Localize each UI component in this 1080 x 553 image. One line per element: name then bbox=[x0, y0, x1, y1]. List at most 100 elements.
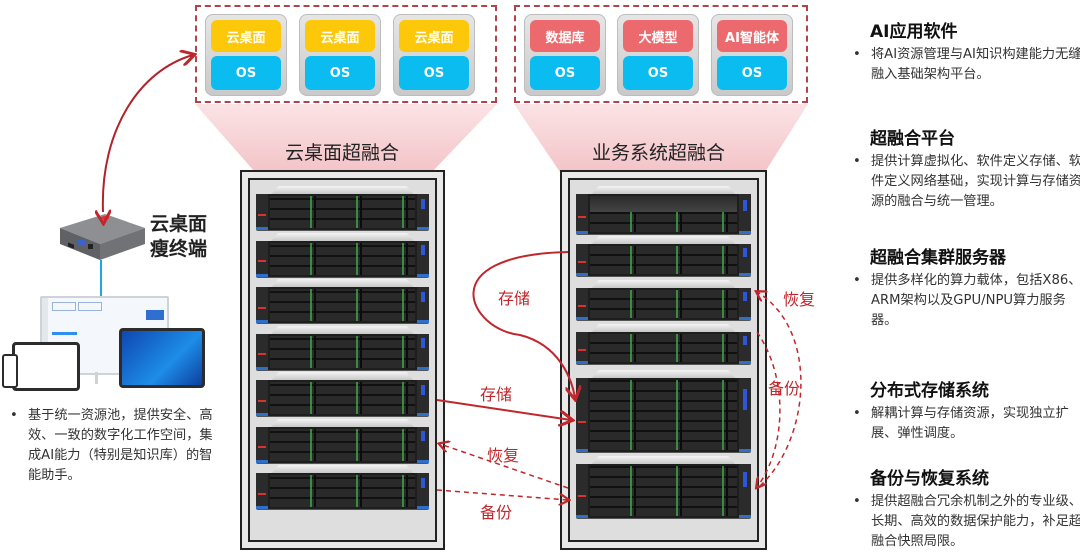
bullet: • bbox=[853, 406, 861, 421]
gpu-fan-area bbox=[590, 196, 737, 212]
server-front-panel bbox=[256, 194, 429, 230]
vm-app-desktop: 云桌面 bbox=[305, 20, 375, 52]
server-front-panel bbox=[256, 426, 429, 463]
desktop-rack bbox=[240, 170, 445, 550]
section-body-hci-platform: • 提供计算虚拟化、软件定义存储、软件定义网络基础，实现计算与存储资源的融合与统… bbox=[853, 152, 1080, 212]
server-ear bbox=[417, 194, 429, 230]
server-front-panel bbox=[256, 240, 429, 277]
drive-bays bbox=[270, 428, 415, 461]
vm-os: OS bbox=[305, 56, 375, 90]
rack-server bbox=[256, 372, 429, 416]
server-ear bbox=[576, 194, 588, 234]
vm-os: OS bbox=[530, 56, 600, 90]
server-ear bbox=[417, 333, 429, 370]
backup-label-left: 备份 bbox=[480, 503, 513, 522]
restore-label-left: 恢复 bbox=[487, 446, 520, 465]
server-ear bbox=[739, 288, 751, 320]
drive-bays bbox=[590, 246, 737, 274]
section-title-hci-servers: 超融合集群服务器 bbox=[870, 248, 1006, 268]
rack-inner bbox=[568, 178, 759, 542]
thin-client-title: 云桌面 瘦终端 bbox=[150, 212, 207, 262]
server-front-panel bbox=[256, 473, 429, 509]
rack-server bbox=[256, 232, 429, 277]
server-ear bbox=[576, 378, 588, 452]
drive-bays bbox=[270, 475, 415, 507]
server-ear bbox=[256, 240, 268, 277]
server-ear bbox=[576, 332, 588, 364]
server-ear bbox=[417, 240, 429, 277]
server-front-panel bbox=[576, 332, 751, 364]
bullet: • bbox=[853, 154, 861, 169]
section-title-backup-restore: 备份与恢复系统 bbox=[870, 469, 989, 489]
thin-client-title-line1: 云桌面 bbox=[150, 213, 208, 235]
vm-os: OS bbox=[399, 56, 469, 90]
vm-os: OS bbox=[717, 56, 787, 90]
server-lid bbox=[269, 279, 416, 289]
drive-bays bbox=[590, 466, 737, 516]
business-vm-group: 数据库 OS 大模型 OS AI智能体 OS bbox=[514, 5, 808, 103]
section-body-ai-software: • 将AI资源管理与AI知识构建能力无缝融入基础架构平台。 bbox=[853, 45, 1080, 85]
server-lid bbox=[269, 232, 416, 243]
gpu-server bbox=[576, 186, 751, 234]
rack-server bbox=[256, 279, 429, 323]
section-title-ai-software: AI应用软件 bbox=[870, 22, 958, 42]
monitor-banner bbox=[146, 310, 164, 320]
drive-bays bbox=[590, 334, 737, 362]
rack-server bbox=[576, 236, 751, 276]
drive-bays bbox=[590, 212, 737, 232]
drive-bays bbox=[270, 335, 415, 368]
server-lid bbox=[590, 236, 737, 246]
rack-server bbox=[256, 186, 429, 230]
vm-app-database: 数据库 bbox=[530, 20, 600, 52]
storage-server bbox=[576, 370, 751, 452]
server-ear bbox=[739, 332, 751, 364]
monitor-sidebar bbox=[42, 298, 48, 373]
vm-os: OS bbox=[623, 56, 693, 90]
server-front-panel bbox=[256, 287, 429, 323]
server-ear bbox=[576, 244, 588, 276]
monitor-tile bbox=[78, 302, 102, 311]
rack-server bbox=[256, 465, 429, 509]
vm-app-ai-agent: AI智能体 bbox=[717, 20, 787, 52]
server-ear bbox=[256, 287, 268, 323]
rack-inner bbox=[248, 178, 437, 542]
server-lid bbox=[590, 370, 737, 380]
drive-bays bbox=[590, 290, 737, 318]
vm-app-desktop: 云桌面 bbox=[211, 20, 281, 52]
server-lid bbox=[590, 324, 737, 334]
server-front-panel bbox=[256, 333, 429, 370]
restore-label-right: 恢复 bbox=[783, 290, 816, 309]
section-text: 将AI资源管理与AI知识构建能力无缝融入基础架构平台。 bbox=[871, 47, 1080, 82]
server-front-panel bbox=[576, 194, 751, 234]
tablet-device bbox=[12, 342, 80, 391]
desktop-cluster-label: 云桌面超融合 bbox=[285, 142, 400, 164]
section-text: 提供多样化的算力载体，包括X86、ARM架构以及GPU/NPU算力服务器。 bbox=[871, 273, 1080, 328]
server-ear bbox=[739, 378, 751, 452]
server-ear bbox=[256, 333, 268, 370]
server-ear bbox=[256, 380, 268, 416]
server-ear bbox=[739, 244, 751, 276]
section-title-distributed-storage: 分布式存储系统 bbox=[870, 381, 989, 401]
windows-tablet bbox=[119, 328, 205, 388]
server-ear bbox=[256, 473, 268, 509]
backup-label-right: 备份 bbox=[768, 379, 801, 398]
server-front-panel bbox=[576, 244, 751, 276]
drive-bays bbox=[270, 382, 415, 414]
section-body-distributed-storage: • 解耦计算与存储资源，实现独立扩展、弹性调度。 bbox=[853, 404, 1080, 444]
server-front-panel bbox=[576, 378, 751, 452]
server-front-panel bbox=[256, 380, 429, 416]
thin-client-title-line2: 瘦终端 bbox=[150, 238, 208, 260]
backup-server bbox=[576, 456, 751, 518]
monitor-bar bbox=[52, 332, 77, 335]
server-lid bbox=[269, 418, 416, 429]
section-body-hci-servers: • 提供多样化的算力载体，包括X86、ARM架构以及GPU/NPU算力服务器。 bbox=[853, 271, 1080, 331]
vm-card: 云桌面 OS bbox=[393, 14, 475, 96]
vm-card: 大模型 OS bbox=[617, 14, 699, 96]
server-lid bbox=[590, 456, 737, 466]
vm-app-desktop: 云桌面 bbox=[399, 20, 469, 52]
rack-server bbox=[576, 324, 751, 364]
section-text: 提供超融合冗余机制之外的专业级、长期、高效的数据保护能力，补足超融合快照局限。 bbox=[871, 494, 1080, 549]
drive-bays bbox=[270, 196, 415, 228]
store-label-mid: 存储 bbox=[480, 385, 513, 404]
bullet: • bbox=[853, 494, 861, 509]
